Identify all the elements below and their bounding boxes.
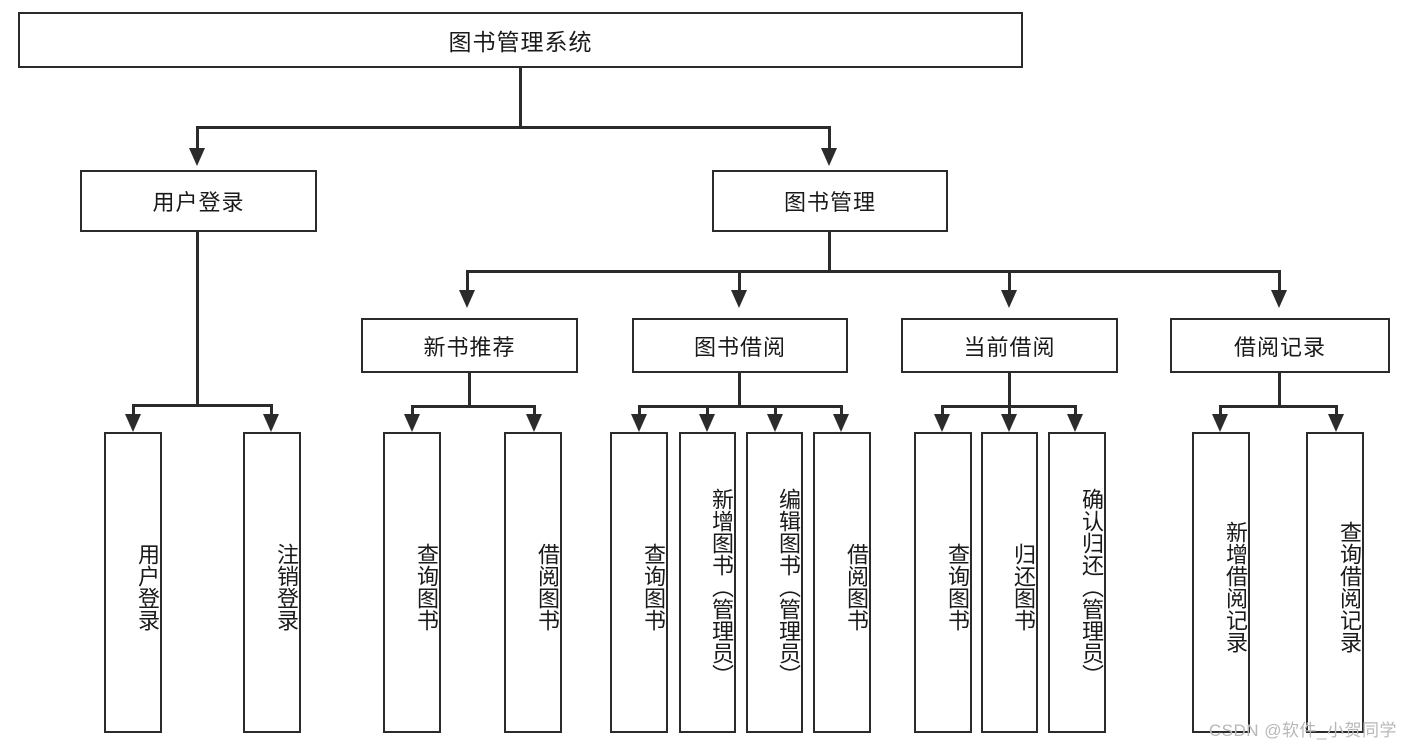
node-label: 借阅图书: [844, 542, 869, 631]
leaf-user-login[interactable]: 用户登录: [104, 432, 162, 733]
connector-root-bar: [196, 126, 830, 129]
arrowhead-newbook-leaf-1: [404, 414, 420, 432]
arrowhead-to-book-management: [821, 148, 837, 166]
leaf-borrow-add-book-admin[interactable]: 新增图书（管理员）: [679, 432, 736, 733]
arrowhead-user-leaf-1: [125, 414, 141, 432]
connector-bookmgmt-stem: [828, 232, 831, 270]
connector-to-current-borrow: [1008, 270, 1011, 294]
connector-newbook-stem: [468, 373, 471, 407]
arrowhead-to-current-borrow: [1001, 290, 1017, 308]
leaf-record-add-record[interactable]: 新增借阅记录: [1192, 432, 1250, 733]
arrowhead-record-leaf-2: [1328, 414, 1344, 432]
arrowhead-bookborrow-leaf-4: [833, 414, 849, 432]
node-label: 查询图书: [945, 542, 970, 631]
node-label: 用户登录: [135, 542, 160, 631]
node-user-login[interactable]: 用户登录: [80, 170, 317, 232]
connector-record-bar: [1219, 405, 1337, 408]
node-current-borrow[interactable]: 当前借阅: [901, 318, 1118, 373]
arrowhead-to-book-borrow: [731, 290, 747, 308]
connector-to-borrow-record: [1278, 270, 1281, 294]
node-label: 借阅图书: [535, 542, 560, 631]
node-label: 确认归还（管理员）: [1079, 487, 1104, 686]
watermark: CSDN @软件_小贺同学: [1208, 721, 1397, 740]
node-label: 借阅记录: [1233, 334, 1326, 360]
node-label: 查询借阅记录: [1337, 520, 1362, 653]
arrowhead-bookborrow-leaf-3: [767, 414, 783, 432]
node-label: 查询图书: [641, 542, 666, 631]
node-book-borrow[interactable]: 图书借阅: [632, 318, 848, 373]
arrowhead-current-leaf-2: [1001, 414, 1017, 432]
connector-root-to-user: [196, 126, 199, 152]
leaf-current-return-book[interactable]: 归还图书: [981, 432, 1038, 733]
leaf-borrow-query-book[interactable]: 查询图书: [610, 432, 668, 733]
connector-bookborrow-bar: [638, 405, 842, 408]
arrowhead-newbook-leaf-2: [526, 414, 542, 432]
arrowhead-to-borrow-record: [1271, 290, 1287, 308]
node-root-system[interactable]: 图书管理系统: [18, 12, 1023, 68]
node-label: 归还图书: [1011, 542, 1036, 631]
arrowhead-current-leaf-3: [1067, 414, 1083, 432]
arrowhead-bookborrow-leaf-1: [631, 414, 647, 432]
leaf-record-query-record[interactable]: 查询借阅记录: [1306, 432, 1364, 733]
node-label: 新增图书（管理员）: [709, 487, 734, 686]
leaf-newbook-query-book[interactable]: 查询图书: [383, 432, 441, 733]
leaf-current-query-book[interactable]: 查询图书: [914, 432, 972, 733]
connector-bookborrow-stem: [738, 373, 741, 407]
leaf-logout[interactable]: 注销登录: [243, 432, 301, 733]
connector-to-new-book: [466, 270, 469, 294]
connector-user-login-bar: [132, 404, 272, 407]
node-label: 新增借阅记录: [1223, 520, 1248, 653]
connector-to-book-borrow: [738, 270, 741, 294]
arrowhead-record-leaf-1: [1212, 414, 1228, 432]
node-label: 用户登录: [152, 190, 245, 215]
node-label: 新书推荐: [423, 334, 516, 360]
arrowhead-to-user-login: [189, 148, 205, 166]
node-label: 当前借阅: [963, 334, 1056, 360]
connector-newbook-bar: [411, 405, 535, 408]
connector-root-stem: [519, 68, 522, 126]
connector-level3-bar: [466, 270, 1280, 273]
node-label: 图书借阅: [693, 334, 786, 360]
arrowhead-bookborrow-leaf-2: [699, 414, 715, 432]
node-new-book-recommend[interactable]: 新书推荐: [361, 318, 578, 373]
connector-user-login-stem: [196, 232, 199, 404]
arrowhead-current-leaf-1: [934, 414, 950, 432]
leaf-newbook-borrow-book[interactable]: 借阅图书: [504, 432, 562, 733]
connector-current-stem: [1008, 373, 1011, 407]
leaf-borrow-edit-book-admin[interactable]: 编辑图书（管理员）: [746, 432, 803, 733]
leaf-current-confirm-return-admin[interactable]: 确认归还（管理员）: [1048, 432, 1106, 733]
node-label: 查询图书: [414, 542, 439, 631]
node-borrow-record[interactable]: 借阅记录: [1170, 318, 1390, 373]
arrowhead-user-leaf-2: [263, 414, 279, 432]
connector-record-stem: [1278, 373, 1281, 407]
node-book-management[interactable]: 图书管理: [712, 170, 948, 232]
node-label: 注销登录: [274, 542, 299, 631]
node-label: 编辑图书（管理员）: [776, 487, 801, 686]
node-label: 图书管理: [783, 190, 876, 215]
node-label: 图书管理系统: [448, 29, 593, 55]
connector-root-to-bookmgmt: [828, 126, 831, 152]
leaf-borrow-borrow-book[interactable]: 借阅图书: [813, 432, 871, 733]
arrowhead-to-new-book: [459, 290, 475, 308]
